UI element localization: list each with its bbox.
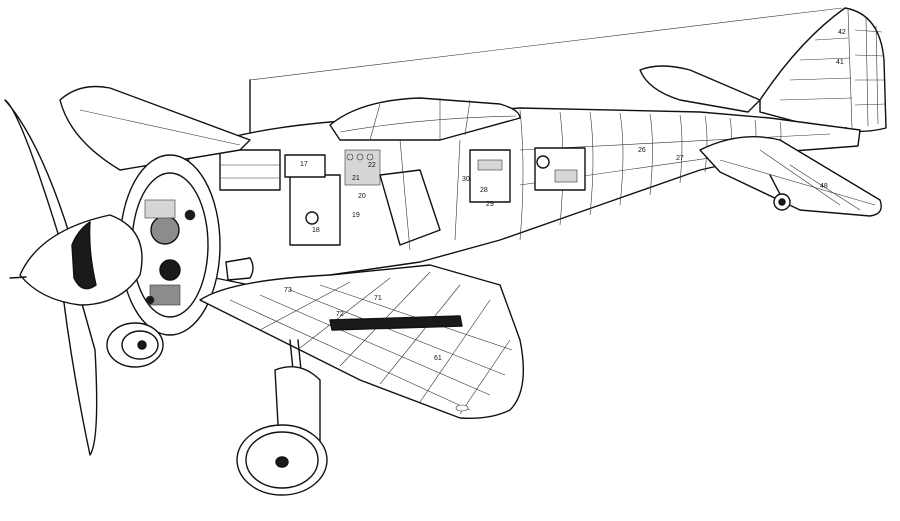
radio-equipment (469, 147, 586, 203)
callout-72: 72 (336, 311, 344, 318)
cooler-intake (225, 257, 254, 281)
gun-bay: 17 (219, 149, 326, 191)
callout-17: 17 (300, 161, 308, 168)
canopy (329, 97, 521, 141)
tailplane-near: 48 (699, 136, 882, 217)
callout-41: 41 (836, 59, 844, 66)
tail-wheel (769, 174, 791, 211)
fin-structure (779, 17, 887, 127)
callout-71: 71 (374, 295, 382, 302)
engine-detail (144, 199, 196, 306)
wing-cannon (329, 315, 463, 331)
callout-48: 48 (820, 183, 828, 190)
callout-21: 21 (352, 175, 360, 182)
callout-28: 28 (480, 187, 488, 194)
callout-29: 29 (486, 201, 494, 208)
wing-far-spar (79, 109, 241, 146)
callout-18: 18 (312, 227, 320, 234)
callout-20: 20 (358, 193, 366, 200)
callout-73: 73 (284, 287, 292, 294)
callout-27: 27 (676, 155, 684, 162)
prop-blade-lower (59, 267, 98, 456)
fuselage: 26 27 28 29 30 (179, 107, 861, 286)
callout-30: 30 (462, 176, 470, 183)
tailplane-far (639, 65, 761, 113)
vertical-tail: 42 41 43 (759, 7, 887, 134)
antenna-wire (249, 7, 843, 81)
far-gear (106, 322, 164, 368)
cockpit: 18 19 20 21 22 (289, 139, 461, 251)
main-gear (236, 339, 328, 496)
callout-22: 22 (368, 162, 376, 169)
propeller (4, 99, 143, 456)
callout-42: 42 (838, 29, 846, 36)
callout-19: 19 (352, 212, 360, 219)
prop-blade-upper (4, 99, 71, 241)
wing-near: 73 71 72 61 (199, 264, 525, 420)
antenna (249, 7, 843, 141)
pilot-seat (379, 169, 441, 246)
engine (119, 154, 221, 336)
spinner-tip (9, 276, 27, 279)
callout-26: 26 (638, 147, 646, 154)
callout-61: 61 (434, 355, 442, 362)
